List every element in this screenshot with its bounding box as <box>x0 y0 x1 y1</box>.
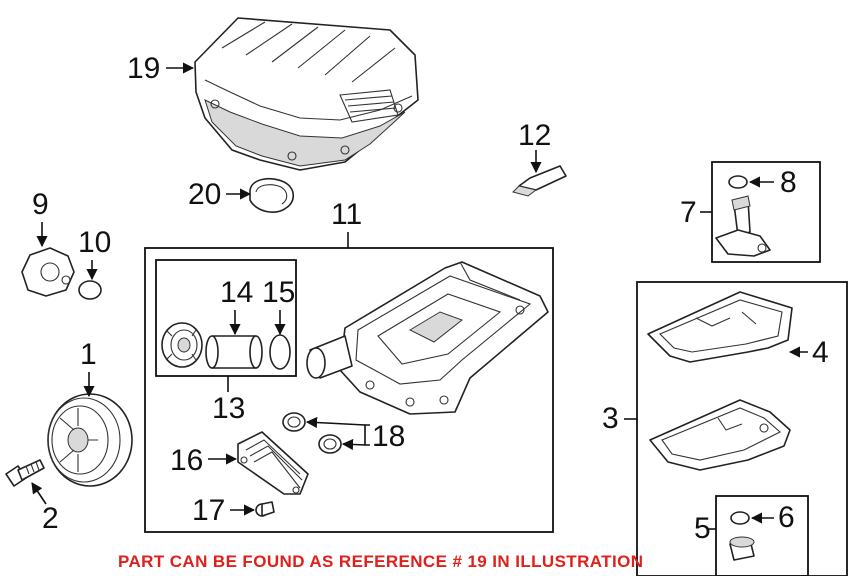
oil-cooler <box>237 431 309 495</box>
callout-15: 15 <box>262 276 295 309</box>
callout-13: 13 <box>212 392 245 425</box>
callout-19: 19 <box>127 52 160 85</box>
callout-20: 20 <box>188 178 221 211</box>
oil-pan <box>306 261 549 415</box>
callout-8: 8 <box>780 166 797 199</box>
callout-3: 3 <box>602 402 619 435</box>
lower-pan-gasket <box>649 399 791 471</box>
oil-filter-cap <box>161 322 203 368</box>
bolt-part-17 <box>255 501 275 517</box>
callout-11: 11 <box>331 198 362 231</box>
oil-level-sensor <box>715 195 771 257</box>
gasket-part-20 <box>249 177 295 213</box>
callout-1: 1 <box>80 338 97 371</box>
callout-16: 16 <box>170 444 203 477</box>
callout-17: 17 <box>192 494 225 527</box>
callout-2: 2 <box>42 502 59 535</box>
drain-plug-group-box <box>715 495 809 576</box>
bolt-part-2 <box>5 459 45 487</box>
reference-note: PART CAN BE FOUND AS REFERENCE # 19 IN I… <box>118 552 643 571</box>
oil-pan-group-box <box>144 247 554 533</box>
sealant-tube <box>512 165 567 197</box>
callout-10: 10 <box>78 226 111 259</box>
callout-9: 9 <box>32 188 49 221</box>
callout-4: 4 <box>812 336 829 369</box>
callout-5: 5 <box>694 512 711 545</box>
oil-filter-group-box <box>155 259 297 377</box>
oil-filter-element <box>205 335 263 369</box>
callout-7: 7 <box>680 196 697 229</box>
callout-12: 12 <box>518 119 551 152</box>
pan-gasket-group-box <box>636 281 848 576</box>
gasket-pair-18 <box>282 412 342 454</box>
callout-18: 18 <box>372 420 405 453</box>
housing-part-9 <box>21 247 75 297</box>
drain-plug-washer <box>730 511 750 525</box>
crankshaft-pulley <box>47 393 133 487</box>
upper-pan-gasket <box>647 291 793 363</box>
callout-6: 6 <box>778 501 795 534</box>
o-ring-part-10 <box>78 280 102 300</box>
intake-manifold <box>194 17 419 171</box>
filter-o-ring <box>269 334 291 370</box>
drain-plug <box>729 536 755 561</box>
sensor-o-ring <box>728 175 748 189</box>
callout-14: 14 <box>220 276 253 309</box>
